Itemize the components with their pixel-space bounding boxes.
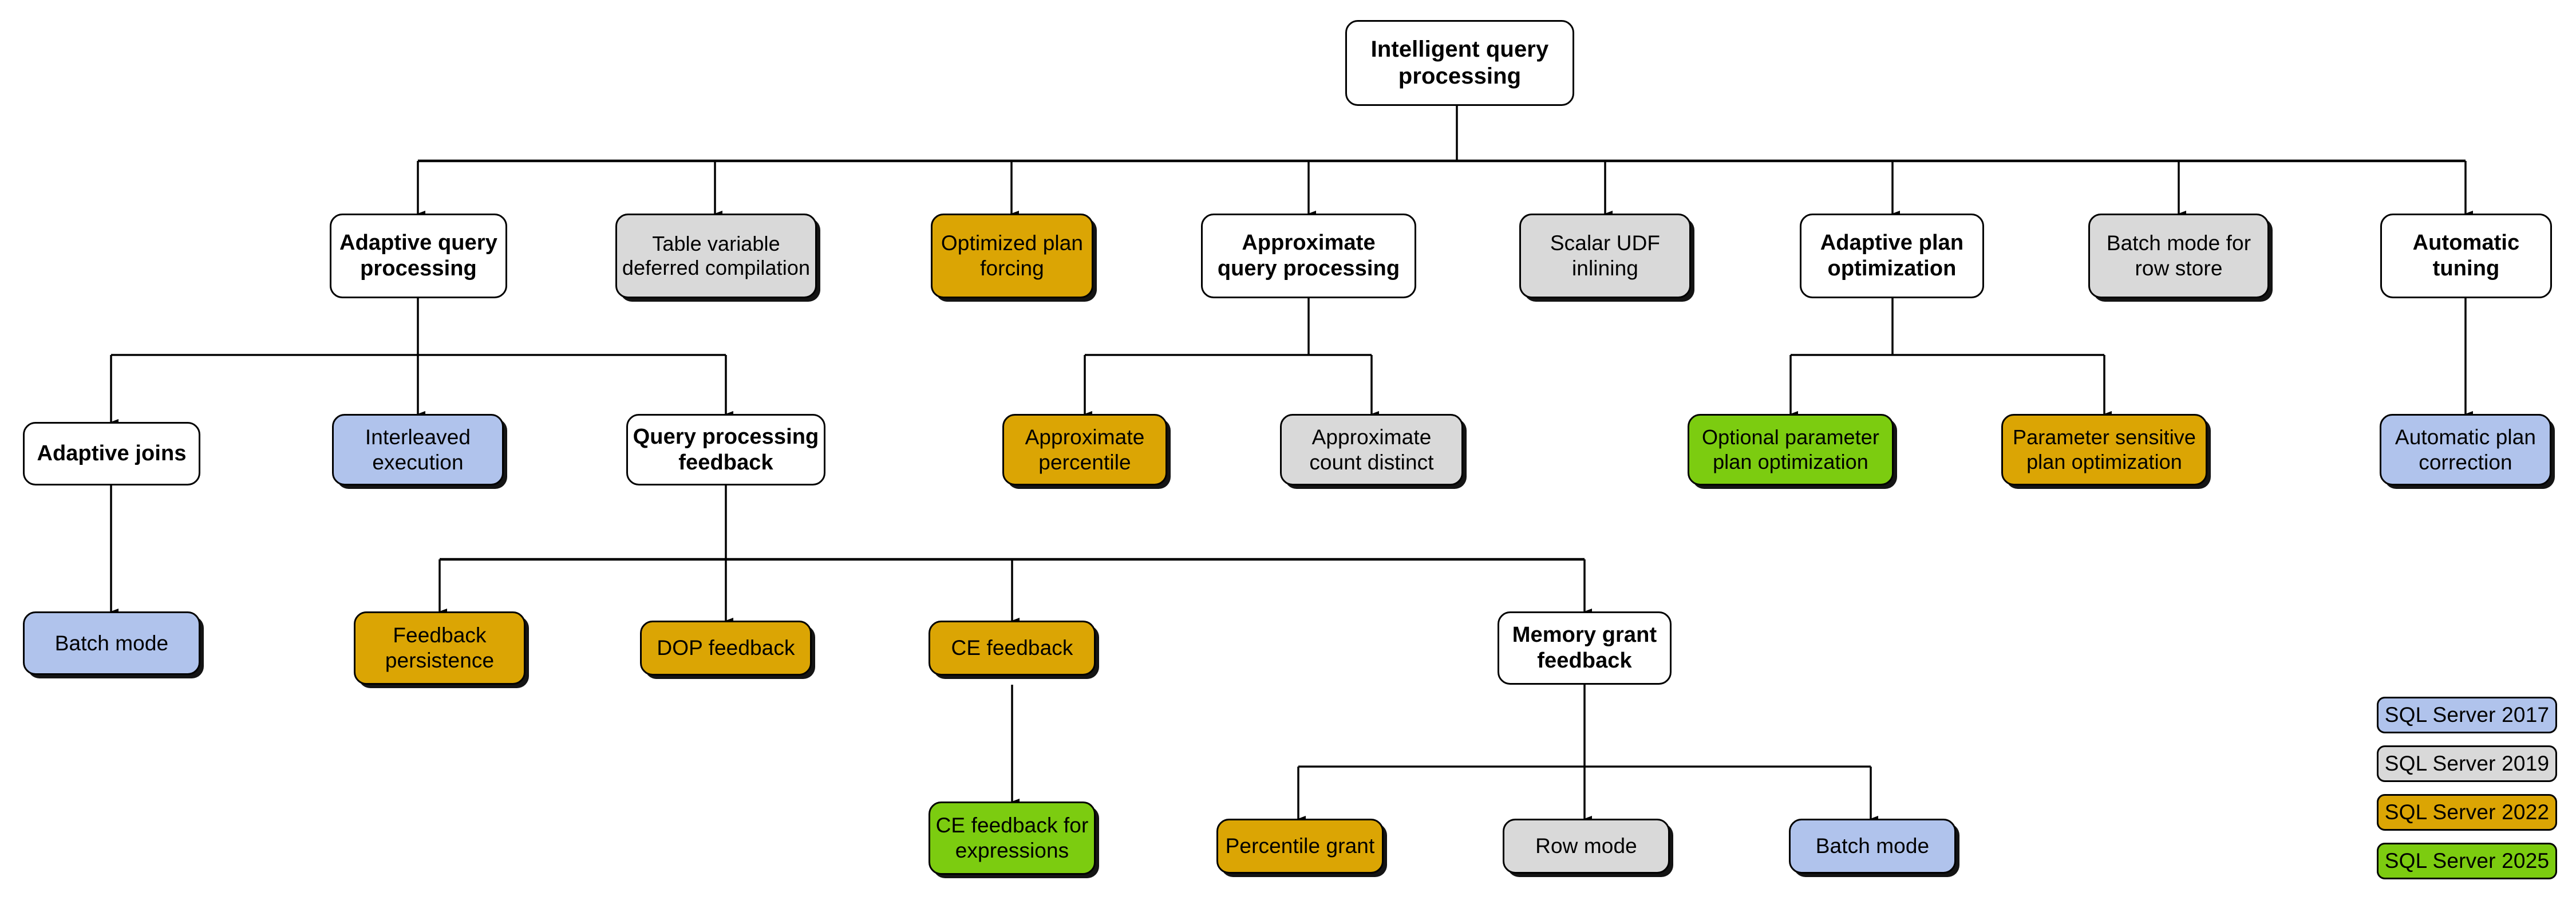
- node-batch-mode-memory-grant[interactable]: Batch mode: [1789, 819, 1956, 874]
- node-ce-feedback[interactable]: CE feedback: [929, 621, 1096, 676]
- legend-item-sql-server-2025: SQL Server 2025: [2377, 843, 2557, 879]
- node-batch-mode-for-row-store[interactable]: Batch mode for row store: [2088, 214, 2269, 298]
- node-adaptive-query-processing[interactable]: Adaptive query processing: [330, 214, 507, 298]
- node-query-processing-feedback[interactable]: Query processing feedback: [626, 414, 825, 485]
- node-parameter-sensitive-plan-optimization[interactable]: Parameter sensitive plan optimization: [2001, 414, 2207, 485]
- node-optional-parameter-plan-optimization[interactable]: Optional parameter plan optimization: [1688, 414, 1894, 485]
- node-row-mode[interactable]: Row mode: [1503, 819, 1670, 874]
- node-adaptive-plan-optimization[interactable]: Adaptive plan optimization: [1800, 214, 1984, 298]
- legend-item-sql-server-2017: SQL Server 2017: [2377, 697, 2557, 733]
- node-scalar-udf-inlining[interactable]: Scalar UDF inlining: [1519, 214, 1691, 298]
- node-memory-grant-feedback[interactable]: Memory grant feedback: [1498, 611, 1672, 685]
- node-percentile-grant[interactable]: Percentile grant: [1216, 819, 1384, 874]
- node-automatic-tuning[interactable]: Automatic tuning: [2380, 214, 2552, 298]
- node-approximate-query-processing[interactable]: Approximate query processing: [1201, 214, 1416, 298]
- legend-item-sql-server-2022: SQL Server 2022: [2377, 794, 2557, 831]
- node-interleaved-execution[interactable]: Interleaved execution: [332, 414, 504, 485]
- node-intelligent-query-processing[interactable]: Intelligent query processing: [1345, 20, 1574, 106]
- node-automatic-plan-correction[interactable]: Automatic plan correction: [2380, 414, 2551, 485]
- node-ce-feedback-for-expressions[interactable]: CE feedback for expressions: [929, 802, 1096, 875]
- node-approximate-count-distinct[interactable]: Approximate count distinct: [1280, 414, 1463, 485]
- legend-item-sql-server-2019: SQL Server 2019: [2377, 745, 2557, 782]
- node-batch-mode-adaptive-joins[interactable]: Batch mode: [23, 611, 200, 675]
- node-adaptive-joins[interactable]: Adaptive joins: [23, 422, 200, 485]
- node-dop-feedback[interactable]: DOP feedback: [640, 621, 812, 676]
- node-table-variable-deferred-compilation[interactable]: Table variable deferred compilation: [615, 214, 817, 298]
- node-feedback-persistence[interactable]: Feedback persistence: [354, 611, 526, 685]
- node-approximate-percentile[interactable]: Approximate percentile: [1002, 414, 1167, 485]
- node-optimized-plan-forcing[interactable]: Optimized plan forcing: [931, 214, 1093, 298]
